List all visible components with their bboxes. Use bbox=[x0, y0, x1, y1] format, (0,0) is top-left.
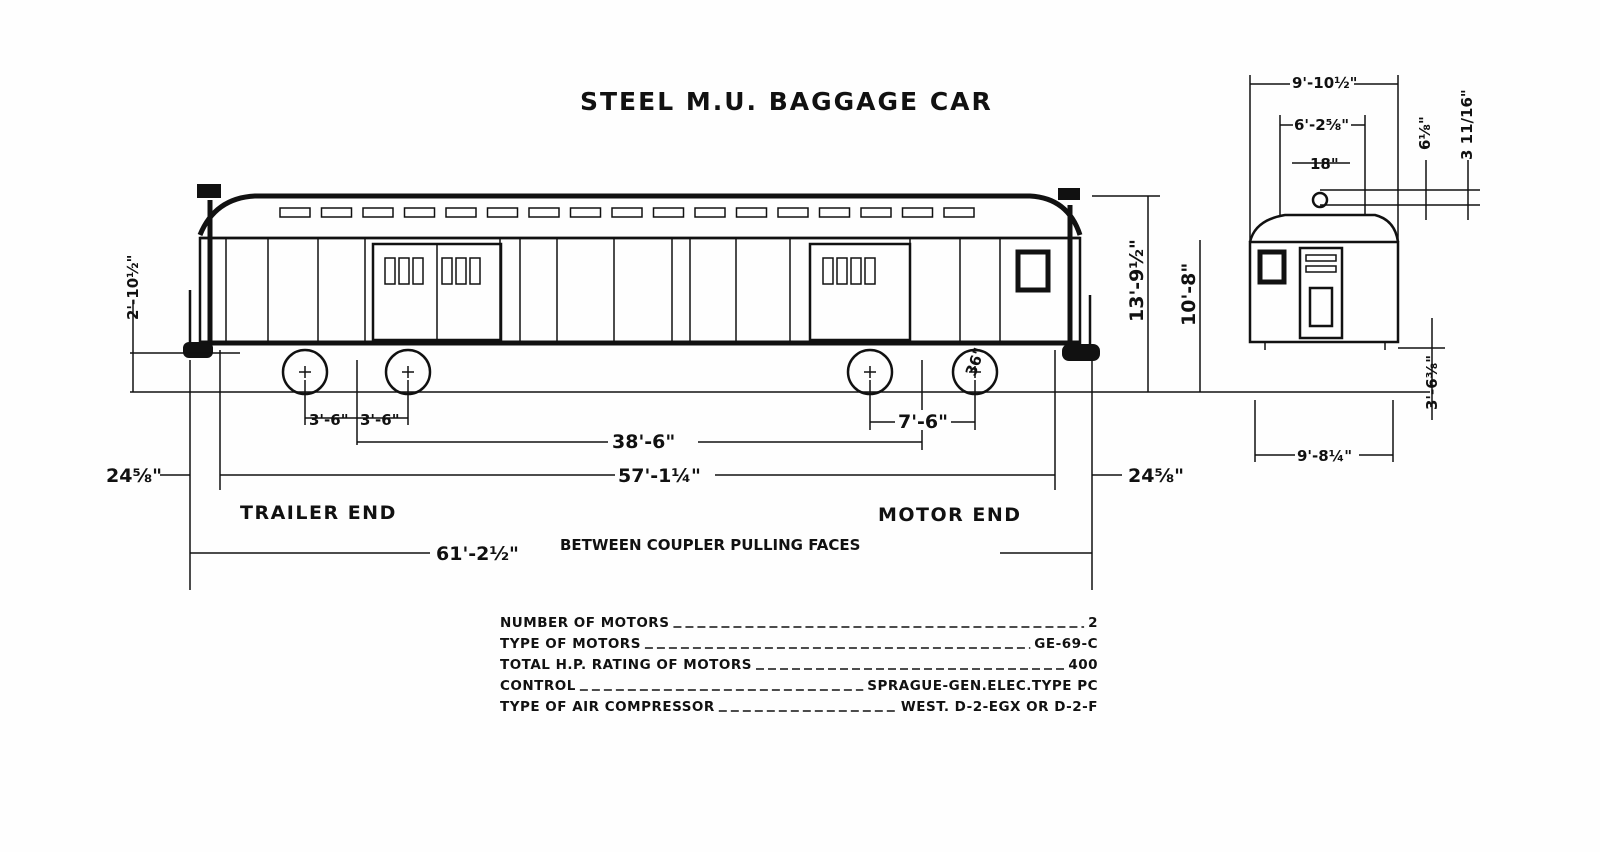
clerestory-window bbox=[777, 207, 809, 218]
spec-row: TYPE OF MOTORS GE-69-C bbox=[500, 636, 1098, 652]
dim-wheelbase-right: 7'-6" bbox=[898, 411, 948, 433]
spec-value: 2 bbox=[1088, 615, 1098, 631]
dim-end-trolley: 18" bbox=[1310, 155, 1339, 173]
dim-end-width-bottom: 9'-8¼" bbox=[1297, 447, 1352, 465]
spec-row: CONTROL SPRAGUE-GEN.ELEC.TYPE PC bbox=[500, 678, 1098, 694]
trolley-base-right bbox=[1058, 188, 1080, 200]
end-elevation: 9'-10½" 6'-2⅝" 18" 6⅛" 3 11/16" 3'-6⅜" 9… bbox=[1248, 70, 1480, 465]
side-elevation bbox=[130, 184, 1430, 396]
dim-truck-centers: 38'-6" bbox=[612, 431, 675, 453]
clerestory-window bbox=[943, 207, 975, 218]
clerestory-window bbox=[611, 207, 643, 218]
spec-value: WEST. D-2-EGX OR D-2-F bbox=[901, 699, 1098, 715]
label-trailer-end: TRAILER END bbox=[240, 502, 397, 524]
trolley-base-left bbox=[197, 184, 221, 198]
spec-label: CONTROL bbox=[500, 678, 576, 694]
clerestory-window bbox=[901, 207, 934, 218]
spec-label: NUMBER OF MOTORS bbox=[500, 615, 669, 631]
dim-end-roof-width: 6'-2⅝" bbox=[1294, 116, 1349, 134]
diagram-title: STEEL M.U. BAGGAGE CAR bbox=[580, 87, 993, 116]
dim-wheelbase-left-2: 3'-6" bbox=[360, 411, 400, 429]
car-roof bbox=[197, 193, 1083, 236]
clerestory-window bbox=[694, 207, 726, 218]
car-body bbox=[198, 236, 1082, 345]
end-body bbox=[1248, 240, 1400, 344]
spec-label: TYPE OF AIR COMPRESSOR bbox=[500, 699, 715, 715]
baggage-door-left bbox=[371, 242, 503, 342]
dim-over-couplers-note: BETWEEN COUPLER PULLING FACES bbox=[560, 536, 860, 554]
end-window bbox=[1015, 249, 1051, 293]
label-motor-end: MOTOR END bbox=[878, 504, 1022, 526]
coupler-motor bbox=[1062, 295, 1100, 361]
dim-over-couplers: 61'-2½" bbox=[436, 543, 519, 565]
spec-row: TOTAL H.P. RATING OF MOTORS 400 bbox=[500, 657, 1098, 673]
dim-wheelbase-left-1: 3'-6" bbox=[309, 411, 349, 429]
clerestory-window bbox=[652, 207, 685, 218]
side-dimensions: 2'-10½" 3'-6" 3'-6" 38'-6" 7'-6" 36" 57'… bbox=[106, 195, 1201, 590]
spec-row: NUMBER OF MOTORS 2 bbox=[500, 615, 1098, 631]
dim-over-body: 57'-1¼" bbox=[618, 465, 701, 487]
clerestory-window bbox=[735, 207, 768, 218]
dim-end-trolley-height: 6⅛" bbox=[1416, 116, 1434, 150]
clerestory-window bbox=[403, 207, 436, 218]
dim-wheel-diameter: 36" bbox=[962, 345, 989, 378]
trucks bbox=[281, 348, 999, 396]
spec-label: TYPE OF MOTORS bbox=[500, 636, 641, 652]
dim-height-over-roof: 13'-9½" bbox=[1126, 239, 1148, 322]
spec-value: SPRAGUE-GEN.ELEC.TYPE PC bbox=[867, 678, 1098, 694]
clerestory-window bbox=[486, 207, 519, 218]
dim-end-floor-height: 3'-6⅜" bbox=[1423, 355, 1441, 410]
clerestory-window bbox=[320, 207, 353, 218]
clerestory-window bbox=[818, 207, 851, 218]
dim-coupler-overhang-left: 24⅝" bbox=[106, 465, 162, 487]
dim-coupler-height: 2'-10½" bbox=[124, 255, 142, 320]
spec-label: TOTAL H.P. RATING OF MOTORS bbox=[500, 657, 752, 673]
dim-end-top-small: 3 11/16" bbox=[1458, 89, 1476, 160]
coupler-trailer bbox=[183, 290, 213, 358]
clerestory-window bbox=[279, 207, 311, 218]
spec-row: TYPE OF AIR COMPRESSOR WEST. D-2-EGX OR D… bbox=[500, 699, 1098, 715]
spec-value: 400 bbox=[1068, 657, 1098, 673]
baggage-door-right bbox=[808, 242, 912, 342]
clerestory-window bbox=[528, 207, 560, 218]
clerestory-window bbox=[362, 207, 394, 218]
clerestory-windows bbox=[279, 207, 975, 218]
dim-coupler-overhang-right: 24⅝" bbox=[1128, 465, 1184, 487]
body-posts bbox=[225, 238, 1001, 343]
dim-height-floor-rail: 10'-8" bbox=[1178, 263, 1200, 326]
spec-value: GE-69-C bbox=[1034, 636, 1098, 652]
clerestory-window bbox=[860, 207, 892, 218]
clerestory-window bbox=[569, 207, 602, 218]
dim-end-width-top: 9'-10½" bbox=[1292, 74, 1357, 92]
clerestory-window bbox=[445, 207, 477, 218]
